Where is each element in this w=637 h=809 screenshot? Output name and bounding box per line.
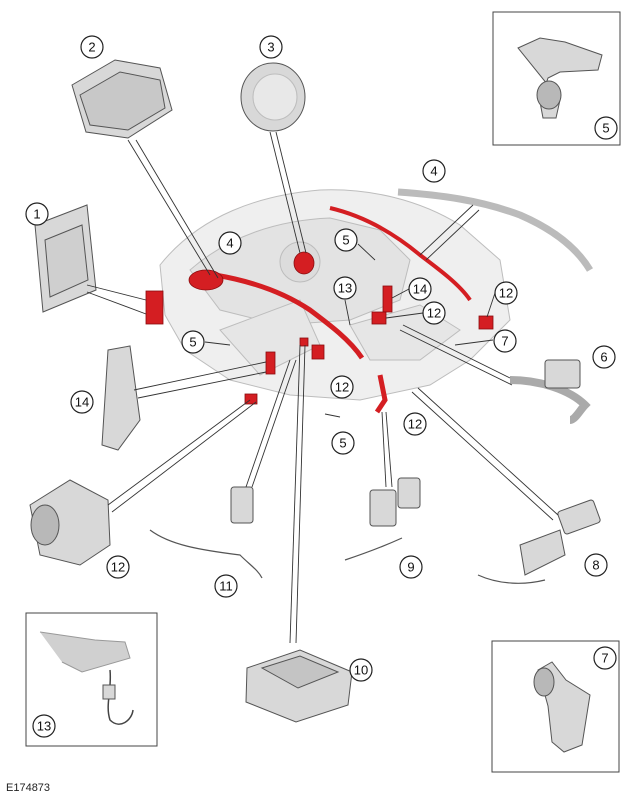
svg-text:4: 4 (226, 236, 233, 251)
svg-text:8: 8 (592, 558, 599, 573)
leader-lines (86, 131, 559, 644)
callout-6: 6 (592, 345, 616, 369)
svg-text:4: 4 (430, 164, 437, 179)
vehicle-cutaway (159, 189, 511, 401)
svg-text:12: 12 (499, 286, 513, 301)
vehicle-restraint-highlights (145, 206, 494, 414)
svg-text:5: 5 (342, 233, 349, 248)
svg-text:2: 2 (88, 40, 95, 55)
callout-12-pretensioner: 12 (106, 555, 130, 579)
svg-text:7: 7 (601, 651, 608, 666)
callout-12-right: 12 (494, 281, 518, 305)
callout-7-vehicle: 7 (493, 329, 517, 353)
svg-text:6: 6 (600, 350, 607, 365)
part-seatbelt-buckle-9 (344, 477, 421, 561)
svg-text:10: 10 (354, 663, 368, 678)
callout-1: 1 (25, 202, 49, 226)
callout-5-inset: 5 (594, 116, 618, 140)
callout-7-inset: 7 (593, 646, 617, 670)
svg-text:13: 13 (338, 281, 352, 296)
callout-4-vehicle: 4 (218, 231, 242, 255)
callout-3: 3 (259, 35, 283, 59)
svg-text:12: 12 (335, 380, 349, 395)
svg-text:12: 12 (111, 560, 125, 575)
callout-12-mid: 12 (422, 301, 446, 325)
svg-text:12: 12 (427, 306, 441, 321)
svg-text:14: 14 (75, 395, 89, 410)
callout-11: 11 (214, 574, 238, 598)
part-control-module-1 (34, 204, 97, 313)
callout-14-vehicle: 14 (408, 277, 432, 301)
svg-text:3: 3 (267, 40, 274, 55)
callout-5-vehicle-top: 5 (334, 228, 358, 252)
callout-10: 10 (349, 658, 373, 682)
svg-text:5: 5 (602, 121, 609, 136)
part-sensor-6 (509, 359, 591, 424)
figure-id-label: E174873 (6, 782, 51, 794)
callout-13-inset: 13 (32, 714, 56, 738)
callout-5-left: 5 (181, 330, 205, 354)
svg-text:12: 12 (408, 417, 422, 432)
svg-text:5: 5 (339, 436, 346, 451)
part-connector-inset-13 (39, 631, 134, 725)
part-curtain-airbag-4 (397, 188, 594, 272)
callout-8: 8 (584, 553, 608, 577)
svg-text:7: 7 (501, 334, 508, 349)
svg-text:14: 14 (413, 282, 427, 297)
part-rcm-10 (245, 649, 353, 723)
callout-4-curtain: 4 (422, 159, 446, 183)
callout-9: 9 (399, 555, 423, 579)
part-seatbelt-buckle-8 (477, 499, 601, 584)
callout-13-vehicle: 13 (333, 276, 357, 300)
part-sensor-inset-5 (517, 37, 603, 119)
callout-12-lower: 12 (403, 412, 427, 436)
svg-text:1: 1 (33, 207, 40, 222)
callout-2: 2 (80, 35, 104, 59)
svg-text:9: 9 (407, 560, 414, 575)
svg-text:5: 5 (189, 335, 196, 350)
callout-14-side: 14 (70, 390, 94, 414)
part-airbag-module-2 (71, 59, 173, 139)
svg-text:11: 11 (219, 579, 233, 594)
part-pretensioner-12 (29, 479, 111, 566)
part-steering-airbag-3 (240, 62, 306, 132)
part-seatbelt-buckle-11 (149, 486, 263, 579)
callout-12-center: 12 (330, 375, 354, 399)
svg-text:13: 13 (37, 719, 51, 734)
part-seat-airbag-14 (101, 345, 141, 451)
callout-5-bottom: 5 (331, 431, 355, 455)
part-sensor-inset-7 (533, 661, 591, 753)
